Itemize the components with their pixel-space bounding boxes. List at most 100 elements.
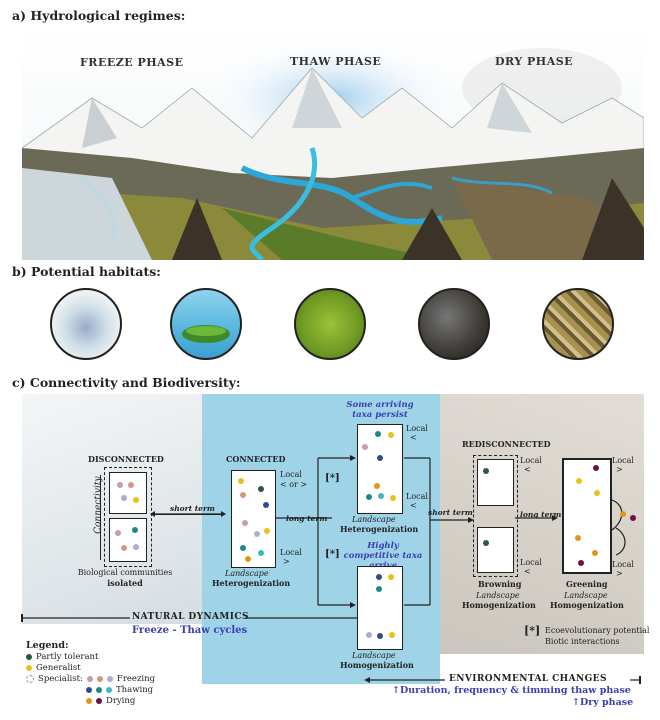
- env-changes-label: ENVIRONMENTAL CHANGES: [449, 674, 607, 684]
- highly-competitive-label: Highly competitive taxa arrive: [343, 541, 423, 570]
- connected-or-label: < or >: [280, 480, 308, 489]
- dry-phase-label-c: ↑Dry phase: [572, 697, 634, 708]
- competitive-homogenization: Homogenization: [340, 660, 414, 670]
- specialist-dot: [376, 586, 382, 592]
- browning-homogenization: Homogenization: [462, 600, 536, 610]
- thawing-dot: [96, 686, 102, 693]
- partly-tolerant-dot: [483, 468, 489, 474]
- freezing-dot: [106, 675, 113, 682]
- legend-drying: Drying: [26, 695, 155, 706]
- specialist-dot: [377, 633, 383, 639]
- rediconnected-box-bottom: [477, 527, 514, 573]
- persist-local-b: Local: [406, 492, 428, 501]
- browning-label: Browning: [478, 579, 522, 589]
- partly-tolerant-dot: [258, 486, 264, 492]
- persist-landscape: Landscape: [352, 515, 396, 524]
- habitat-dry-sediment-circle: [542, 288, 614, 360]
- freeze-phase-label: FREEZE PHASE: [80, 56, 184, 69]
- specialist-dot: [593, 465, 599, 471]
- drying-dot: [96, 697, 102, 704]
- short-term-label: short term: [170, 504, 215, 513]
- persist-local: Local: [406, 424, 428, 433]
- red-local-top: Local: [520, 456, 542, 465]
- legend-generalist-text: Generalist: [36, 662, 81, 673]
- greening-label: Greening: [566, 579, 608, 589]
- connected-label: CONNECTED: [226, 454, 286, 464]
- partly-tolerant-dot: [483, 540, 489, 546]
- greening-homogenization: Homogenization: [550, 600, 624, 610]
- red-lt-top: <: [524, 465, 531, 474]
- specialist-dot: [133, 544, 139, 550]
- thawing-dot: [86, 686, 92, 693]
- legend-partly: Partly tolerant: [26, 651, 155, 662]
- specialist-dot: [378, 493, 384, 499]
- dry-phase-label: DRY PHASE: [495, 55, 574, 68]
- some-arriving-label: Some arriving taxa persist: [346, 400, 414, 420]
- generalist-dot: [576, 478, 582, 484]
- legend-specialist-text: Specialist:: [38, 673, 83, 684]
- partly-icon: [26, 653, 32, 660]
- generalist-dot: [133, 497, 139, 503]
- specialist-dot: [362, 444, 368, 450]
- bracket-bottom: [*]: [325, 549, 340, 560]
- freeze-thaw-label: Freeze - Thaw cycles: [132, 625, 248, 636]
- generalist-dot: [594, 490, 600, 496]
- specialist-dot: [375, 431, 381, 437]
- habitat-green-mat-circle: [294, 288, 366, 360]
- freezing-dot: [96, 675, 103, 682]
- specialist-dot: [592, 550, 598, 556]
- specialist-dot: [240, 545, 246, 551]
- long-term-label-2: long term: [520, 510, 562, 519]
- duration-label: ↑Duration, frequency & timming thaw phas…: [392, 685, 631, 696]
- green-local-top: Local: [612, 456, 634, 465]
- connectivity-axis: [100, 475, 101, 560]
- green-local-bot: Local: [612, 560, 634, 569]
- habitat-ice-circle: [50, 288, 122, 360]
- specialist-dot: [630, 515, 636, 521]
- disconnected-label: DISCONNECTED: [88, 454, 164, 464]
- freezing-dot: [86, 675, 93, 682]
- rediconnected-label: REDISCONNECTED: [462, 439, 551, 449]
- specialist-dot: [132, 527, 138, 533]
- specialist-dot: [374, 483, 380, 489]
- competitive-landscape: Landscape: [352, 651, 396, 660]
- generalist-dot: [390, 495, 396, 501]
- habitat-moss-water-circle: [170, 288, 242, 360]
- legend-partly-text: Partly tolerant: [36, 651, 99, 662]
- disconnected-box-top: [109, 472, 147, 514]
- hydrological-landscape-illustration: [21, 28, 645, 262]
- connected-local-bottom: Local: [280, 548, 302, 557]
- short-term-label-2: short term: [428, 508, 473, 517]
- specialist-dot: [578, 560, 584, 566]
- bracket-legend: [*]: [524, 624, 541, 637]
- specialist-dot: [366, 494, 372, 500]
- persist-lt: <: [410, 433, 417, 442]
- isolated-label: isolated: [107, 578, 143, 588]
- rediconnected-box-top: [477, 459, 514, 506]
- red-lt-bot: <: [524, 567, 531, 576]
- legend-freezing-text: Freezing: [116, 673, 156, 684]
- green-gt-top: >: [616, 465, 623, 474]
- biotic-label: Biotic interactions: [545, 637, 620, 646]
- specialist-dot: [263, 502, 269, 508]
- red-local-bot: Local: [520, 558, 542, 567]
- legend-generalist: Generalist: [26, 662, 155, 673]
- long-term-label: long term: [286, 514, 328, 523]
- specialist-dot: [117, 482, 123, 488]
- persist-lt-b: <: [410, 501, 417, 510]
- bracket-top: [*]: [325, 473, 340, 484]
- habitat-dark-rock-circle: [418, 288, 490, 360]
- thawing-dot: [106, 686, 112, 693]
- disconnected-dashed-group: [104, 467, 152, 567]
- section-c-title: c) Connectivity and Biodiversity:: [12, 375, 241, 390]
- legend: Legend: Partly tolerant Generalist Speci…: [26, 640, 155, 706]
- greening-landscape: Landscape: [564, 591, 608, 600]
- specialist-dot: [128, 482, 134, 488]
- specialist-dot: [242, 520, 248, 526]
- connected-landscape: Landscape: [225, 569, 269, 578]
- specialist-dot: [240, 492, 246, 498]
- connected-box: [231, 470, 276, 568]
- competitive-box: [357, 566, 403, 650]
- green-gt-bot: >: [616, 569, 623, 578]
